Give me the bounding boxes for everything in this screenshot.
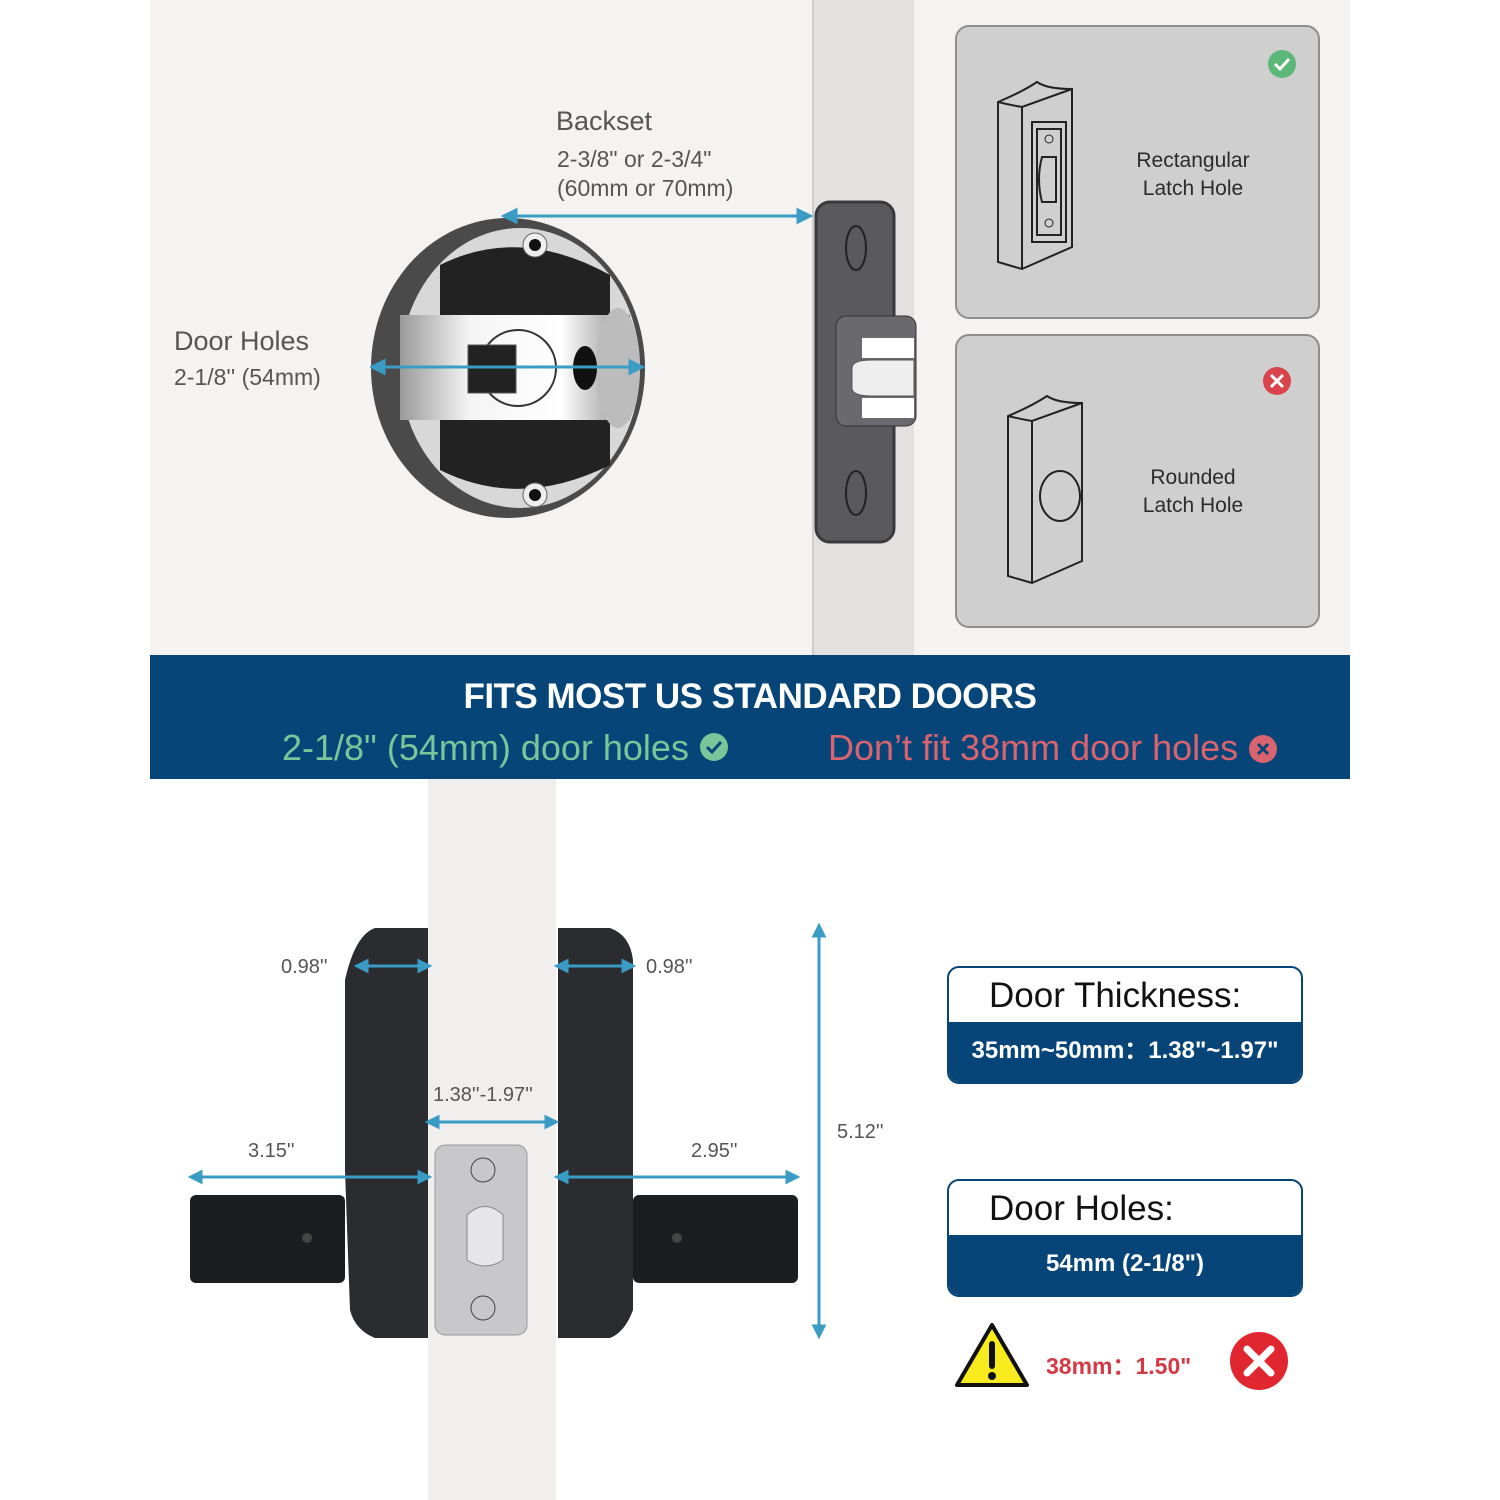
dimension-arrows-top <box>370 207 814 376</box>
rounded-latch-door-icon <box>1007 394 1083 585</box>
backset-title: Backset <box>556 106 653 136</box>
rounded-latch-card: Rounded Latch Hole <box>955 334 1320 628</box>
x-circle-icon <box>1263 367 1291 395</box>
banner-no-fit-text: Don’t fit 38mm door holes <box>828 727 1278 769</box>
warning-text: 38mm：1.50" <box>1046 1353 1192 1379</box>
backset-value-mm: (60mm or 70mm) <box>557 175 734 201</box>
strike-plate-illustration <box>814 200 917 544</box>
door-holes-value: 2-1/8'' (54mm) <box>174 364 321 390</box>
compatibility-banner: FITS MOST US STANDARD DOORS 2-1/8" (54mm… <box>150 655 1350 779</box>
door-thickness-range-label: 1.38''-1.97'' <box>433 1084 533 1106</box>
door-cross-section <box>428 779 556 1500</box>
door-holes-box-value: 54mm (2-1/8") <box>949 1235 1301 1295</box>
banner-no-fit-label: Don’t fit 38mm door holes <box>828 727 1239 768</box>
door-holes-box-title: Door Holes: <box>989 1189 1174 1228</box>
left-lever-length-label: 3.15'' <box>248 1140 295 1162</box>
rounded-latch-label-line2: Latch Hole <box>1142 494 1244 517</box>
left-panel-depth-label: 0.98'' <box>281 956 328 978</box>
x-circle-icon <box>1249 735 1278 763</box>
backset-value-inches: 2-3/8" or 2-3/4" <box>557 146 712 172</box>
door-thickness-title: Door Thickness: <box>989 976 1242 1015</box>
warning-triangle-icon <box>955 1323 1029 1387</box>
banner-fit-text: 2-1/8" (54mm) door holes <box>282 727 729 769</box>
right-panel-depth-label: 0.98'' <box>646 956 693 978</box>
rectangular-latch-card: Rectangular Latch Hole <box>955 25 1320 319</box>
door-thickness-box: Door Thickness: 35mm~50mm：1.38"~1.97" <box>947 966 1303 1084</box>
rectangular-latch-door-icon <box>997 80 1073 271</box>
dimension-arrows-bottom <box>187 922 827 1340</box>
door-holes-box: Door Holes: 54mm (2-1/8") <box>947 1179 1303 1297</box>
banner-fit-label: 2-1/8" (54mm) door holes <box>282 727 689 768</box>
right-lever-length-label: 2.95'' <box>691 1140 738 1162</box>
height-label: 5.12'' <box>837 1121 884 1143</box>
door-holes-title: Door Holes <box>174 326 310 356</box>
rectangular-latch-label-line2: Latch Hole <box>1142 177 1244 200</box>
rounded-latch-label-line1: Rounded <box>1150 466 1236 489</box>
check-circle-icon <box>1268 50 1296 78</box>
x-circle-icon <box>1230 1332 1288 1390</box>
rectangular-latch-label-line1: Rectangular <box>1136 149 1250 172</box>
lever-lock-side-illustration <box>190 928 798 1338</box>
check-circle-icon <box>699 733 728 761</box>
door-thickness-value: 35mm~50mm：1.38"~1.97" <box>949 1022 1301 1082</box>
banner-title: FITS MOST US STANDARD DOORS <box>463 677 1037 716</box>
